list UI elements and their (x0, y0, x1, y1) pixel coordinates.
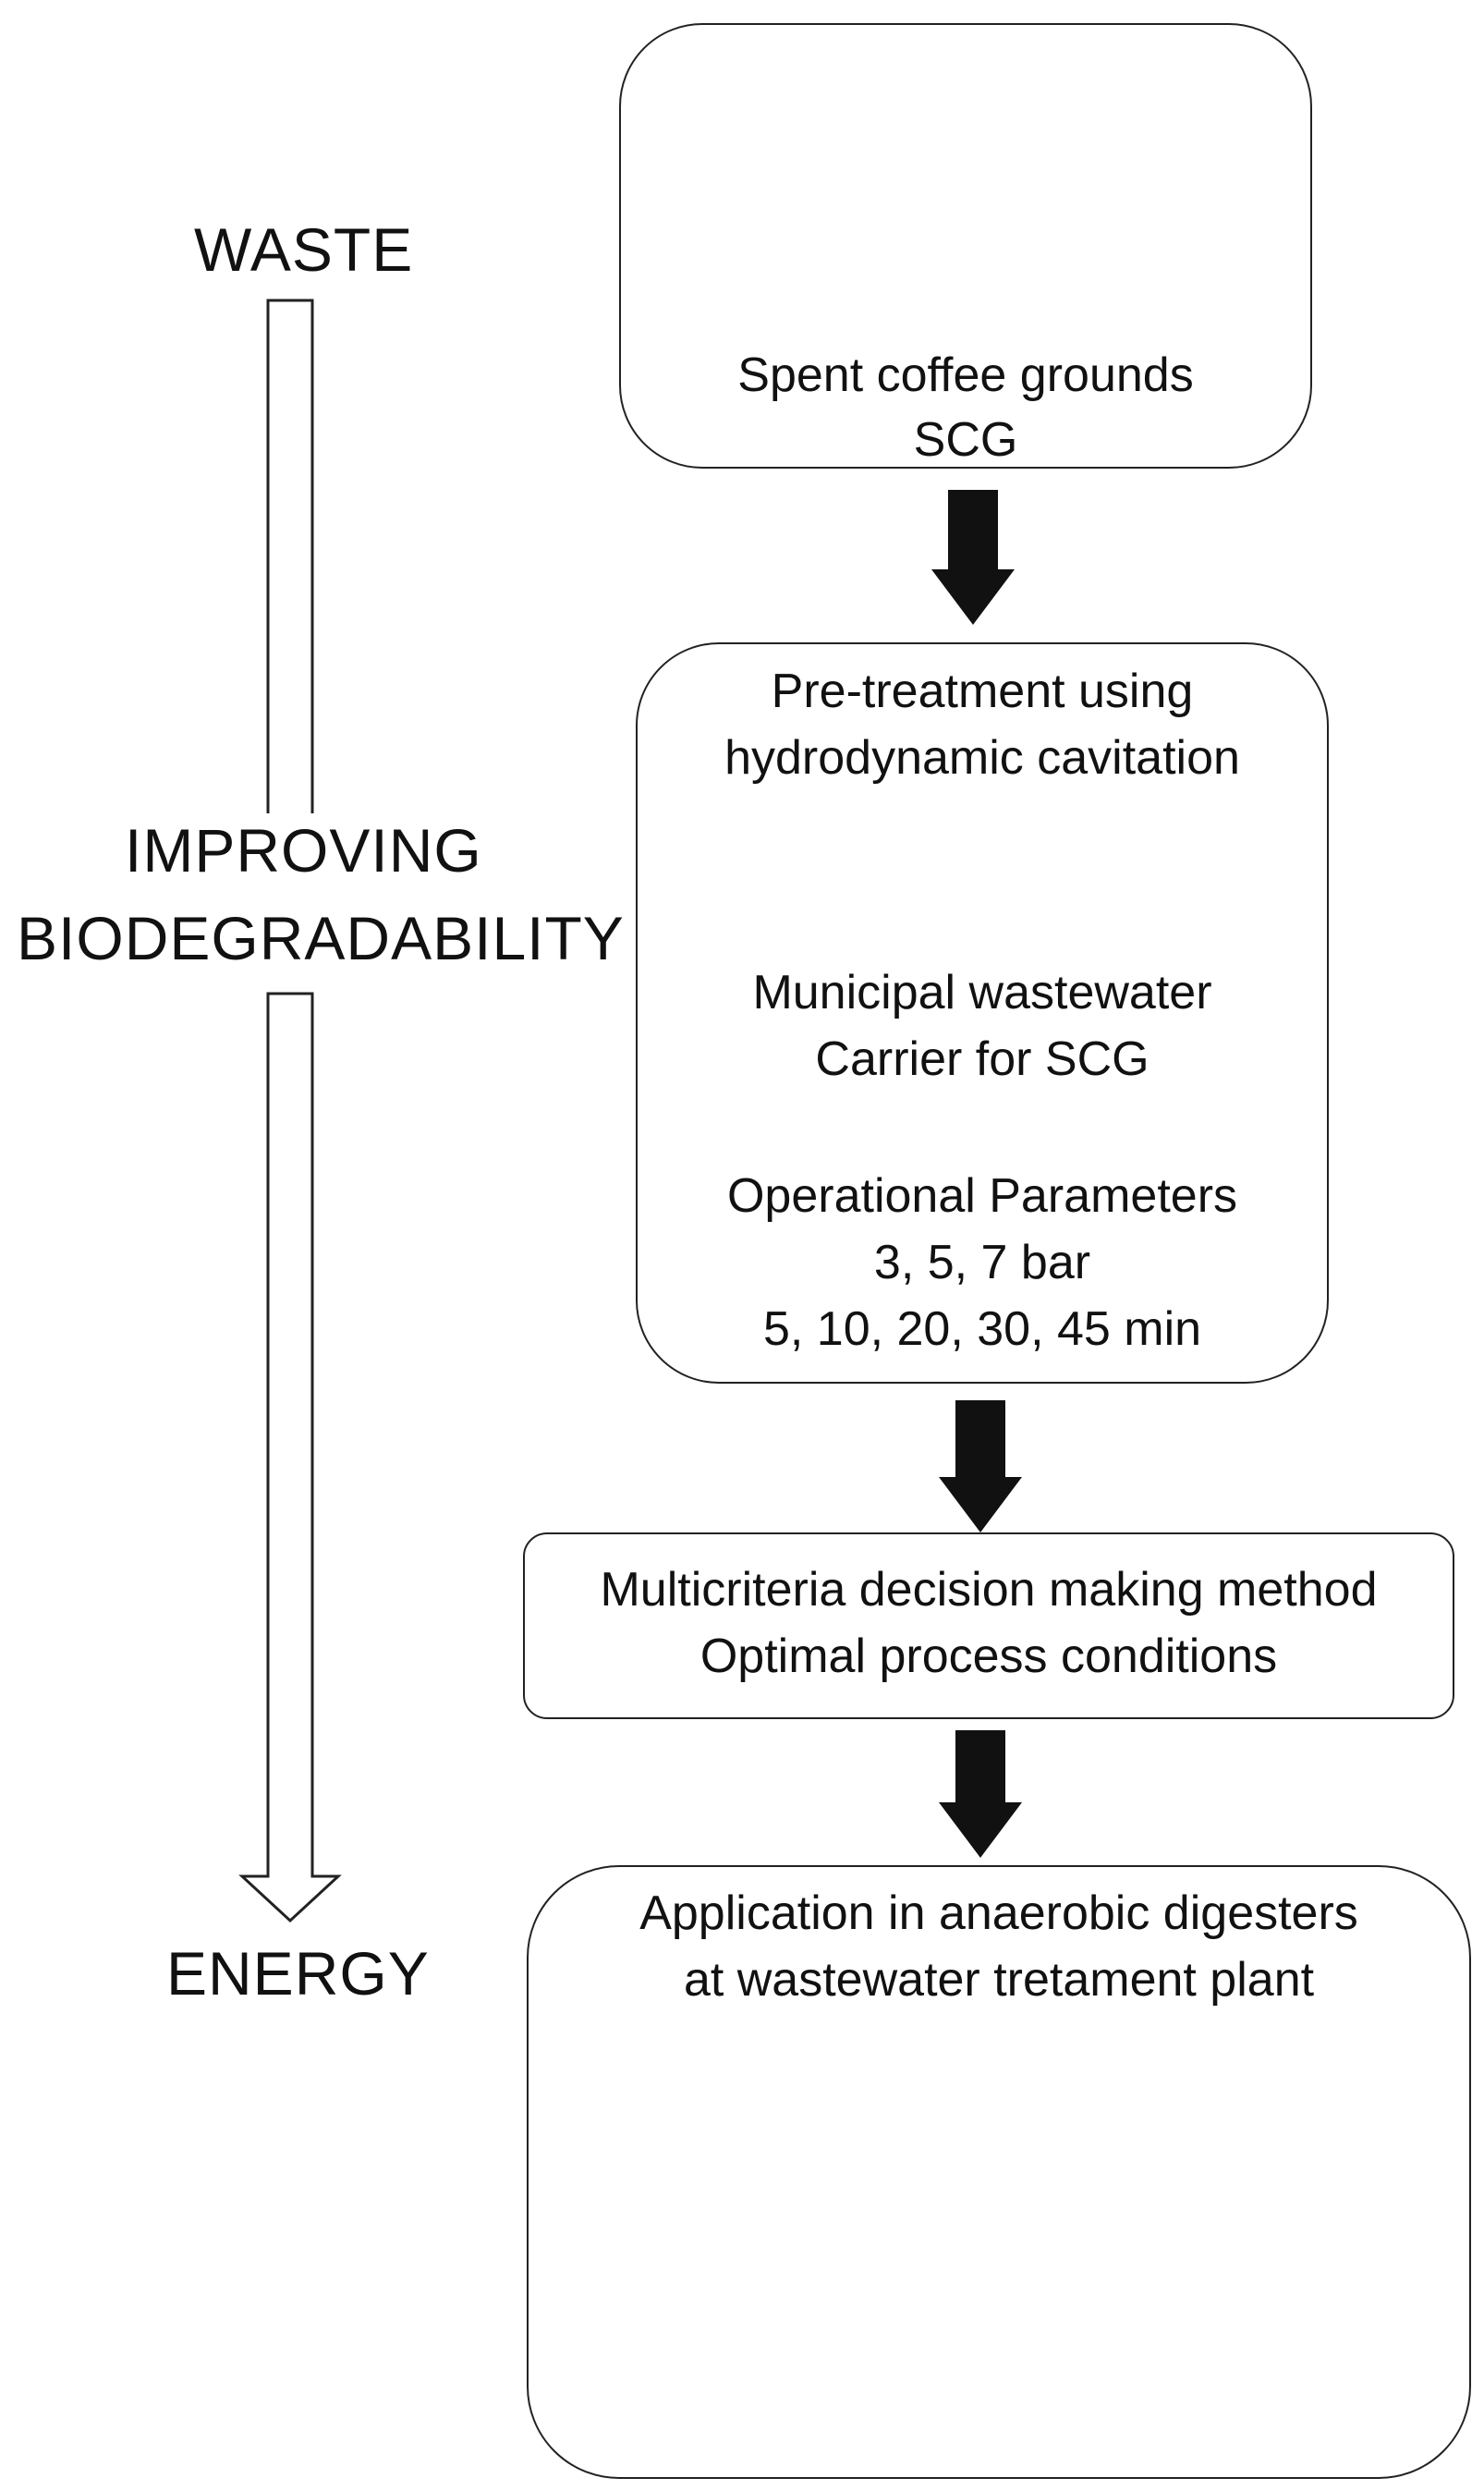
step3-line2: Optimal process conditions (699, 1629, 1278, 1683)
biodegradability-label: BIODEGRADABILITY (17, 904, 625, 972)
step2-line2: hydrodynamic cavitation (724, 731, 1240, 785)
energy-label: ENERGY (166, 1939, 430, 2008)
step4-line1: Application in anaerobic digesters (639, 1886, 1358, 1940)
waste-label: WASTE (194, 215, 414, 284)
flow-arrow-1 (931, 490, 1015, 625)
step2-line4: Carrier for SCG (815, 1032, 1149, 1086)
improving-label: IMPROVING (125, 816, 482, 885)
step2-line7: 5, 10, 20, 30, 45 min (762, 1302, 1202, 1356)
flow-arrow-3 (939, 1730, 1022, 1858)
step-multicriteria-box (523, 1532, 1454, 1719)
step2-line3: Municipal wastewater (752, 966, 1212, 1019)
flow-arrow-2 (939, 1400, 1022, 1532)
hollow-down-arrow (238, 299, 342, 1923)
step2-line6: 3, 5, 7 bar (873, 1236, 1091, 1289)
step4-line2: at wastewater tretament plant (683, 1953, 1315, 2007)
step2-line5: Operational Parameters (726, 1169, 1238, 1223)
step-application-box (527, 1865, 1471, 2479)
step3-line1: Multicriteria decision making method (600, 1563, 1378, 1617)
step-spent-coffee-box (619, 23, 1312, 469)
step-pretreatment-box (636, 642, 1329, 1384)
step2-line1: Pre-treatment using (771, 665, 1194, 718)
step1-line1: Spent coffee grounds (737, 348, 1194, 402)
step1-line2: SCG (913, 413, 1018, 467)
